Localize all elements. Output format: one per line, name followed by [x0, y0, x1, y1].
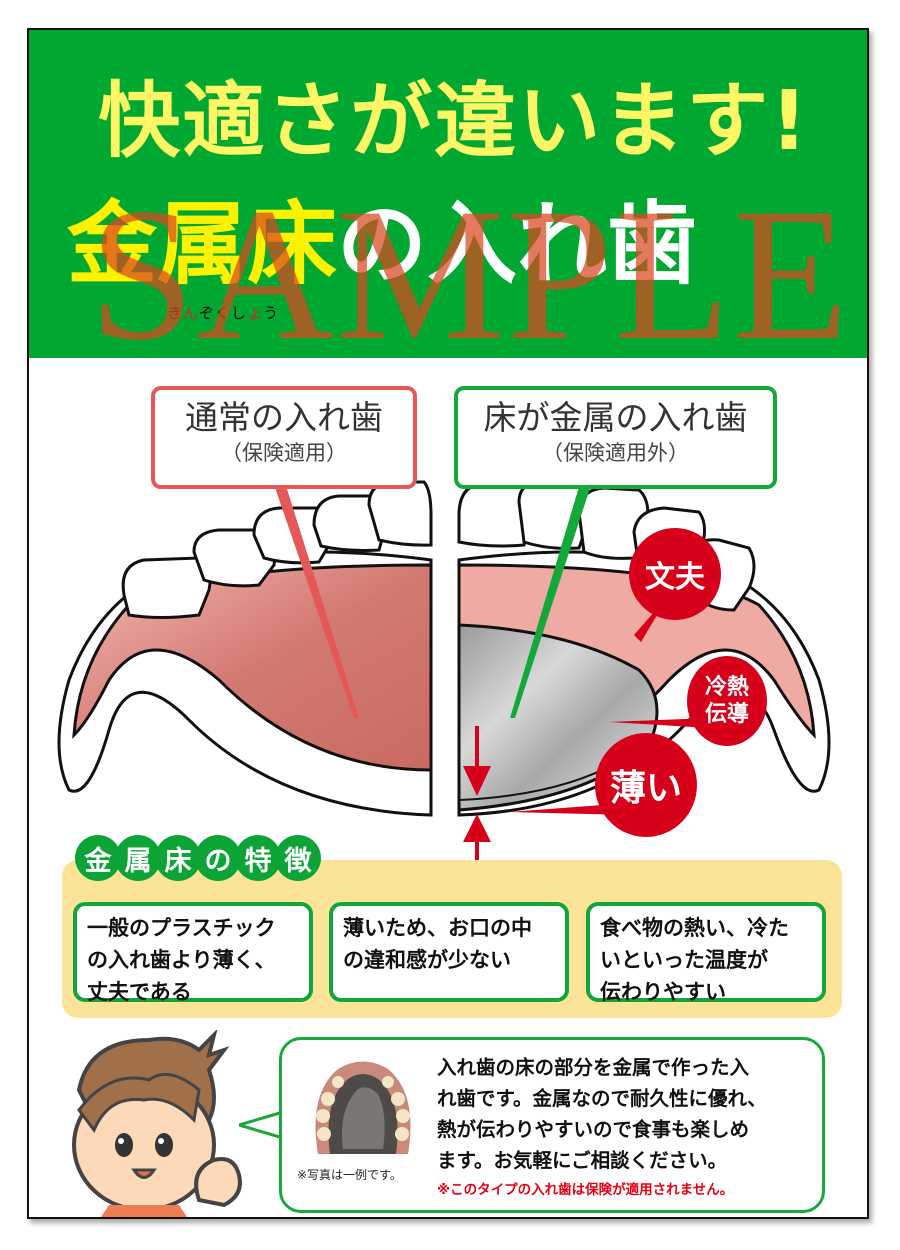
label-regular-denture: 通常の入れ歯 （保険適用） [151, 386, 417, 489]
feature-line: 伝わりやすい [600, 980, 726, 1004]
regular-subtitle: （保険適用） [221, 441, 347, 465]
title-char: 床 [155, 835, 201, 881]
feature-line: 食べ物の熱い、冷た [600, 916, 789, 940]
thickness-arrows [463, 726, 491, 870]
ruby-part: し [231, 304, 248, 322]
ruby-reading: きんぞくしょう [167, 302, 279, 323]
ruby-part: ん [183, 304, 200, 322]
subhead-denture: の入れ歯 [337, 192, 697, 297]
poster: 快適さが違います! 金属床の入れ歯 きんぞくしょう SAMPLE [27, 28, 869, 1219]
feature-line: 丈夫である [87, 980, 192, 1004]
title-char: 属 [115, 835, 161, 881]
feature-line: 一般のプラスチック [87, 916, 276, 940]
feature-line: 薄いため、お口の中 [343, 916, 532, 940]
regular-title: 通常の入れ歯 [185, 398, 383, 437]
explanation-line: 熱が伝わりやすいので食事も楽しめ [437, 1118, 750, 1141]
mascot-illustration [72, 1030, 242, 1217]
title-char: 金 [75, 835, 121, 881]
ruby-part: ょ [247, 304, 264, 322]
feature-card-thin-durable: 一般のプラスチック の入れ歯より薄く、 丈夫である [73, 902, 313, 1004]
subhead-metal-plate: 金属床 [67, 192, 337, 297]
feature-card-comfort: 薄いため、お口の中 の違和感が少ない [329, 902, 569, 1002]
ruby-part: ぞく [199, 304, 232, 322]
denture-photo [315, 1061, 411, 1154]
badge-thermal-line1: 冷熱 [704, 675, 749, 700]
photo-caption: ※写真は一例です。 [297, 1168, 402, 1182]
subhead: 金属床の入れ歯 [67, 190, 697, 300]
badge-thin: 薄い [595, 733, 697, 837]
header-banner: 快適さが違います! 金属床の入れ歯 きんぞくしょう SAMPLE [29, 30, 867, 370]
headline: 快適さが違います! [98, 74, 810, 169]
metal-subtitle: （保険適用外） [542, 441, 689, 465]
feature-line: の違和感が少ない [343, 948, 511, 972]
features-title: 金 属 床 の 特 徴 [75, 835, 321, 881]
ruby-part: う [263, 304, 280, 322]
badge-thin-label: 薄い [609, 768, 682, 809]
metal-title: 床が金属の入れ歯 [483, 398, 748, 437]
feature-line: いといった温度が [600, 948, 768, 972]
label-metal-denture: 床が金属の入れ歯 （保険適用外） [454, 386, 777, 489]
feature-line: の入れ歯より薄く、 [87, 948, 276, 972]
regular-denture [57, 470, 433, 817]
sample-watermark: SAMPLE [89, 170, 851, 380]
badge-durable: 文夫 [629, 528, 721, 620]
title-char: 徴 [275, 835, 321, 881]
badge-durable-label: 文夫 [645, 560, 705, 595]
explanation-line: 入れ歯の床の部分を金属で作った入 [437, 1056, 750, 1079]
title-char: の [195, 835, 241, 881]
explanation-text: 入れ歯の床の部分を金属で作った入 れ歯です。金属なので耐久性に優れ、 熱が伝わり… [437, 1052, 817, 1176]
badge-thermal: 冷熱 伝導 [687, 656, 767, 746]
title-char: 特 [235, 835, 281, 881]
insurance-note: ※このタイプの入れ歯は保険が適用されません。 [437, 1182, 734, 1198]
explanation-bubble: ※写真は一例です。 入れ歯の床の部分を金属で作った入 れ歯です。金属なので耐久性… [279, 1037, 825, 1213]
explanation-line: れ歯です。金属なので耐久性に優れ、 [437, 1087, 767, 1110]
badge-thermal-line2: 伝導 [704, 702, 749, 727]
feature-card-temperature: 食べ物の熱い、冷た いといった温度が 伝わりやすい [586, 902, 826, 1004]
explanation-line: ます。お気軽にご相談ください。 [437, 1149, 728, 1172]
speech-tail [239, 1110, 283, 1140]
ruby-part: き [167, 304, 184, 322]
